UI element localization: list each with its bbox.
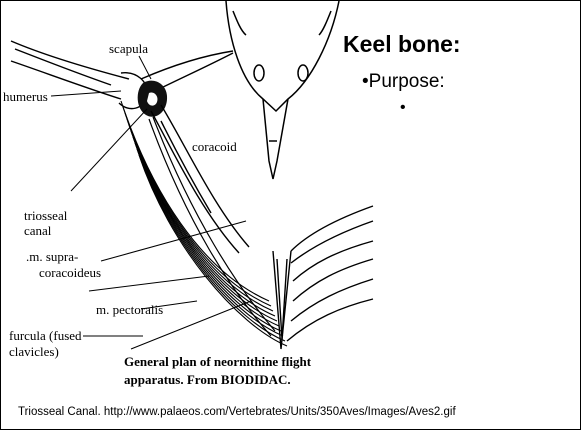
diagram-caption-line-2: apparatus. From BIODIDAC. [124, 371, 291, 389]
label-humerus: humerus [3, 89, 48, 105]
label-pectoralis: m. pectoralis [96, 302, 163, 318]
label-supra-2: coracoideus [39, 265, 101, 281]
label-furcula-2: clavicles) [9, 344, 59, 360]
label-furcula-1: furcula (fused [9, 328, 82, 344]
label-triosseal-1: triosseal [24, 208, 67, 224]
slide-footer-source: Triosseal Canal. http://www.palaeos.com/… [18, 406, 456, 418]
bullet-marker: • [362, 71, 369, 92]
label-supra-1: .m. supra- [26, 249, 78, 265]
coracoid-bone [151, 105, 249, 253]
flight-apparatus-diagram: scapula humerus coracoid triosseal canal… [1, 1, 381, 401]
label-triosseal-2: canal [24, 223, 51, 239]
bird-head-outline [226, 1, 339, 179]
bullet-purpose: •Purpose: [362, 71, 445, 93]
bullet-empty-subpoint: • [400, 99, 406, 117]
diagram-caption-line-1: General plan of neornithine flight [124, 353, 311, 371]
slide-title: Keel bone: [343, 31, 461, 58]
bullet-marker: • [400, 99, 406, 116]
keel-sternum [273, 206, 373, 349]
triosseal-joint [138, 81, 167, 117]
bullet-text: Purpose: [369, 71, 445, 92]
label-coracoid: coracoid [192, 139, 237, 155]
label-scapula: scapula [109, 41, 148, 57]
